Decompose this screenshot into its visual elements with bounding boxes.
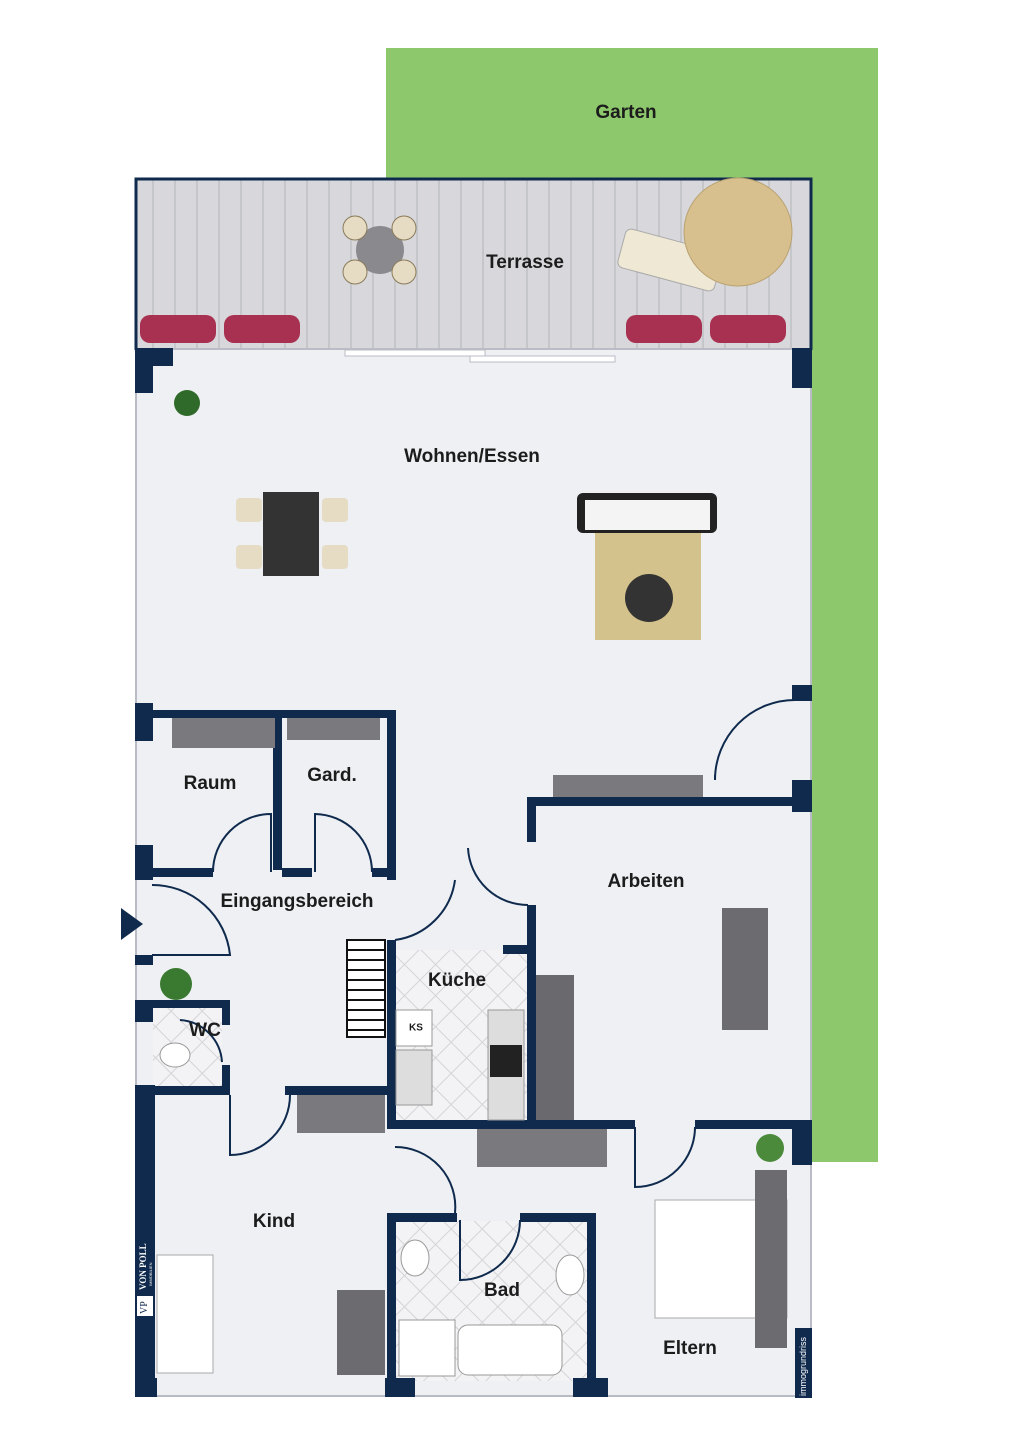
room-label-kitchen: Küche [427,970,487,991]
door-swings [151,699,796,1282]
room-label-wardrobe: Gard. [307,765,357,786]
room-label-storage: Raum [183,773,237,794]
room-label-wc: WC [189,1020,221,1041]
room-label-study: Arbeiten [607,871,685,892]
room-label-entrance: Eingangsbereich [220,891,374,912]
furniture [140,177,793,1377]
logo-subtext: IMMOBILIEN [148,1262,153,1286]
credit-text: immogrundriss [798,1336,808,1396]
room-label-bath: Bad [484,1280,520,1301]
room-label-terrace: Terrasse [486,252,564,273]
room-label-living: Wohnen/Essen [404,446,540,467]
fridge-label: KS [409,1022,423,1034]
logo-mark: VP [139,1301,150,1314]
room-label-child: Kind [252,1211,296,1232]
walls [135,348,812,1397]
entrance-arrow-icon [121,908,143,940]
room-label-garden: Garten [595,102,657,123]
logo-text: VON POLL [138,1243,148,1290]
stairs [346,939,386,1038]
room-label-parents: Eltern [663,1338,717,1359]
